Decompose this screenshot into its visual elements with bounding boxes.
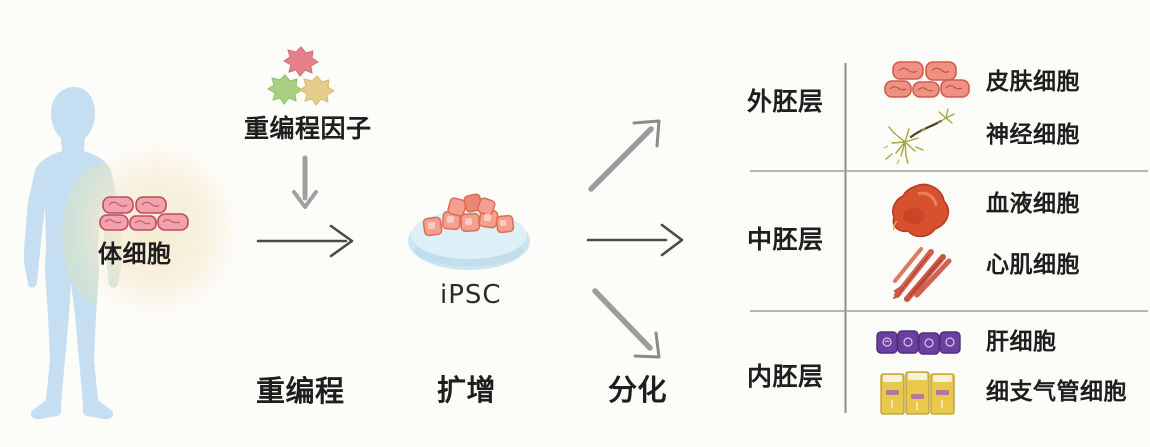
factor-blob-yellow <box>299 75 335 106</box>
germ-layer-endoderm-label: 内胚层 <box>747 362 824 391</box>
factor-blob-green <box>267 74 303 105</box>
step-expansion-label: 扩增 <box>437 373 497 407</box>
cardiac-muscle-cell-label: 心肌细胞 <box>986 252 1080 278</box>
differentiation-arrow-mid <box>586 223 684 257</box>
factors-down-arrow <box>292 155 318 209</box>
step-differentiation-label: 分化 <box>608 373 668 407</box>
differentiation-arrow-up <box>588 119 661 192</box>
germ-layer-ectoderm-label: 外胚层 <box>747 87 824 116</box>
reprogramming-factors-label: 重编程因子 <box>244 114 372 143</box>
blood-cell-label: 血液细胞 <box>986 191 1080 217</box>
blood-drop-icon <box>891 183 950 238</box>
neuron-icon <box>883 108 955 165</box>
liver-cells-icon <box>876 330 961 355</box>
reprogramming-arrow <box>256 224 354 258</box>
germ-layer-mesoderm-label: 中胚层 <box>747 225 824 254</box>
nerve-cell-label: 神经细胞 <box>986 122 1080 148</box>
bronchiole-cells-icon <box>880 371 955 415</box>
factor-blob-pink <box>283 46 319 77</box>
bronchiole-cell-label: 细支气管细胞 <box>986 379 1127 405</box>
ipsc-label: iPSC <box>440 280 502 310</box>
abdomen-glow <box>70 140 242 320</box>
skin-cells-icon <box>884 61 970 98</box>
liver-cell-label: 肝细胞 <box>986 329 1057 355</box>
ipsc-dish-icon <box>408 193 530 270</box>
skin-cell-label: 皮肤细胞 <box>986 69 1080 95</box>
differentiation-arrow-down <box>592 288 661 359</box>
somatic-cells-icon <box>99 196 189 231</box>
somatic-cell-label: 体细胞 <box>98 240 172 268</box>
muscle-fibers-icon <box>893 247 952 302</box>
step-reprogramming-label: 重编程 <box>256 374 345 408</box>
reprogramming-factors-icon <box>267 46 335 106</box>
